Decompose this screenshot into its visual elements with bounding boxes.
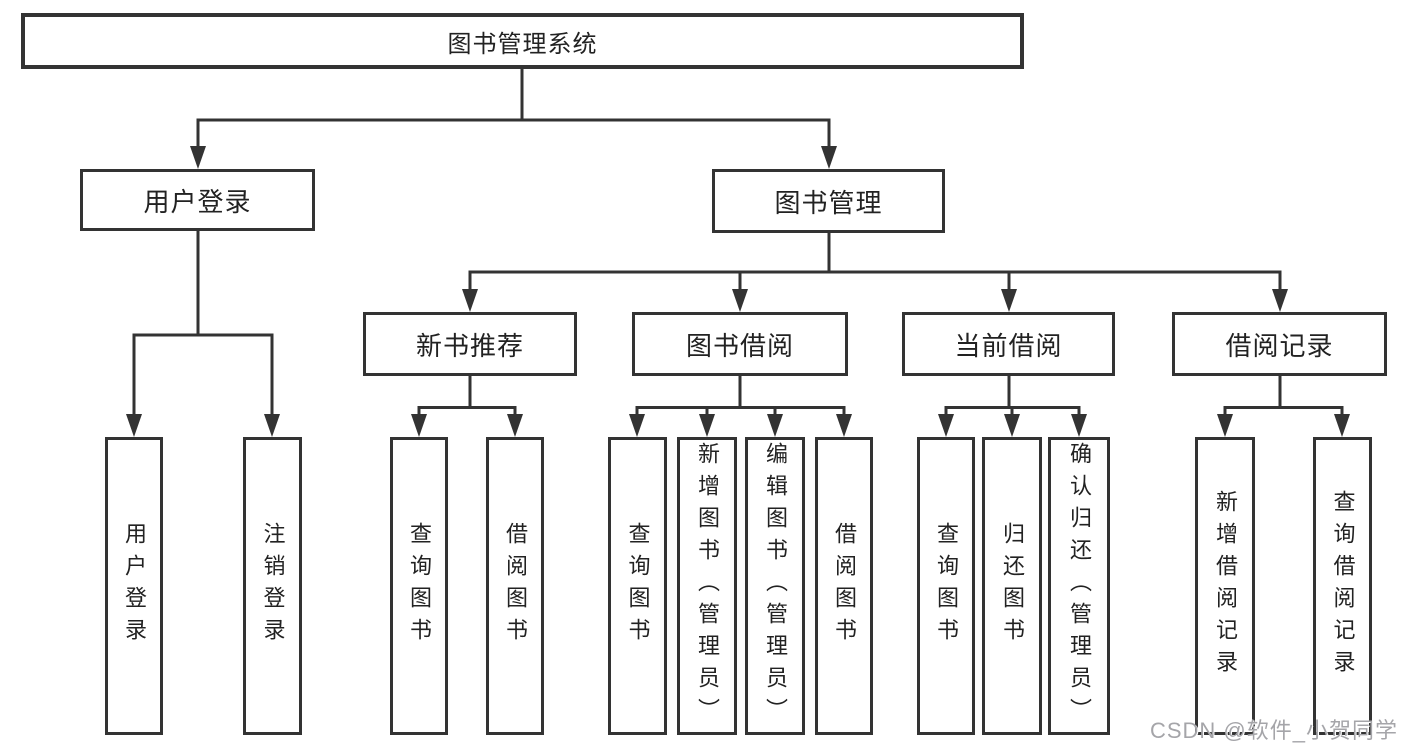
watermark: CSDN @软件_小贺同学: [1149, 718, 1398, 743]
leaf-label: 查询借阅记录: [1330, 490, 1356, 682]
leaf-newbook-query-books: 查询图书: [390, 437, 448, 735]
leaf-label: 归还图书: [1000, 522, 1025, 650]
leaf-records-add-borrow-record: 新增借阅记录: [1195, 437, 1255, 735]
leaf-label: 新增借阅记录: [1213, 490, 1238, 682]
leaf-label: 查询图书: [407, 522, 432, 650]
leaf-label: 查询图书: [625, 522, 651, 650]
node-current-borrow: 当前借阅: [902, 312, 1115, 376]
leaf-label: 注销登录: [260, 522, 286, 650]
leaf-borrow-borrow-books: 借阅图书: [815, 437, 873, 735]
leaf-label: 新增图书（管理员）: [695, 442, 720, 730]
leaf-label: 用户登录: [122, 522, 147, 650]
leaf-logout-login: 注销登录: [243, 437, 302, 735]
arrowheads: [126, 146, 1350, 437]
node-book-management: 图书管理: [712, 169, 945, 233]
node-root: 图书管理系统: [21, 13, 1024, 69]
node-borrow-records: 借阅记录: [1172, 312, 1387, 376]
leaf-current-return-books: 归还图书: [982, 437, 1042, 735]
leaf-records-query-borrow-record: 查询借阅记录: [1313, 437, 1372, 735]
node-user-login: 用户登录: [80, 169, 315, 231]
node-book-borrow: 图书借阅: [632, 312, 848, 376]
leaf-borrow-edit-books-admin: 编辑图书（管理员）: [745, 437, 805, 735]
leaf-label: 借阅图书: [832, 522, 857, 650]
leaf-current-confirm-return-admin: 确认归还（管理员）: [1048, 437, 1110, 735]
leaf-label: 确认归还（管理员）: [1067, 442, 1092, 730]
leaf-current-query-books: 查询图书: [917, 437, 975, 735]
leaf-newbook-borrow-books: 借阅图书: [486, 437, 544, 735]
leaf-label: 查询图书: [934, 522, 959, 650]
leaf-borrow-query-books: 查询图书: [608, 437, 667, 735]
node-new-book-recommend: 新书推荐: [363, 312, 577, 376]
leaf-label: 借阅图书: [503, 522, 528, 650]
leaf-label: 编辑图书（管理员）: [763, 442, 788, 730]
leaf-user-login: 用户登录: [105, 437, 163, 735]
leaf-borrow-add-books-admin: 新增图书（管理员）: [677, 437, 737, 735]
